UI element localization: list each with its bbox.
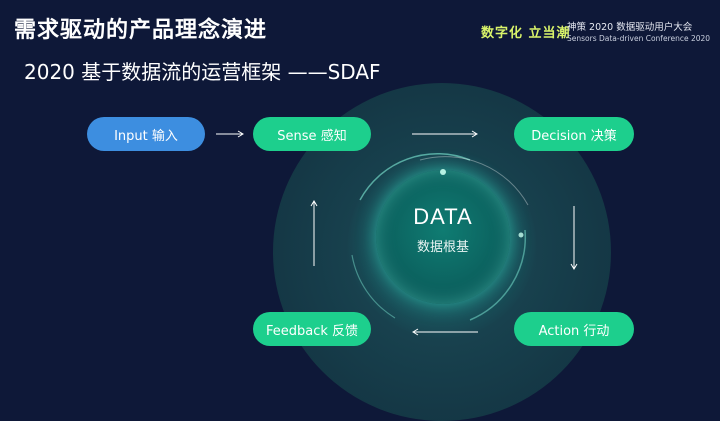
node-action: Action 行动 bbox=[514, 312, 634, 346]
node-sense: Sense 感知 bbox=[253, 117, 371, 151]
brand-slogan: 数字化 立当潮 bbox=[481, 26, 571, 41]
arrow-sense-to-decision bbox=[412, 130, 478, 138]
core-swirl-decoration bbox=[351, 153, 529, 321]
page-subtitle: 2020 基于数据流的运营框架 ——SDAF bbox=[24, 60, 381, 84]
data-core-circle bbox=[376, 170, 510, 304]
arrow-input-to-sense bbox=[216, 130, 244, 138]
node-decision: Decision 决策 bbox=[514, 117, 634, 151]
arrow-feedback-to-sense bbox=[310, 200, 318, 266]
core-subtitle: 数据根基 bbox=[416, 240, 469, 255]
brand-conference-name: 神策 2020 数据驱动用户大会 bbox=[567, 22, 693, 33]
conference-brand: 数字化 立当潮 神策 2020 数据驱动用户大会 Sensors Data-dr… bbox=[481, 18, 711, 48]
arrow-decision-to-action bbox=[570, 206, 578, 270]
page-title: 需求驱动的产品理念演进 bbox=[14, 18, 268, 43]
arrow-action-to-feedback bbox=[412, 328, 478, 336]
node-feedback: Feedback 反馈 bbox=[253, 312, 371, 346]
core-title: DATA bbox=[413, 204, 473, 229]
flow-arrows bbox=[216, 130, 578, 336]
node-input: Input 输入 bbox=[87, 117, 205, 151]
brand-conference-english: Sensors Data-driven Conference 2020 bbox=[567, 34, 711, 43]
